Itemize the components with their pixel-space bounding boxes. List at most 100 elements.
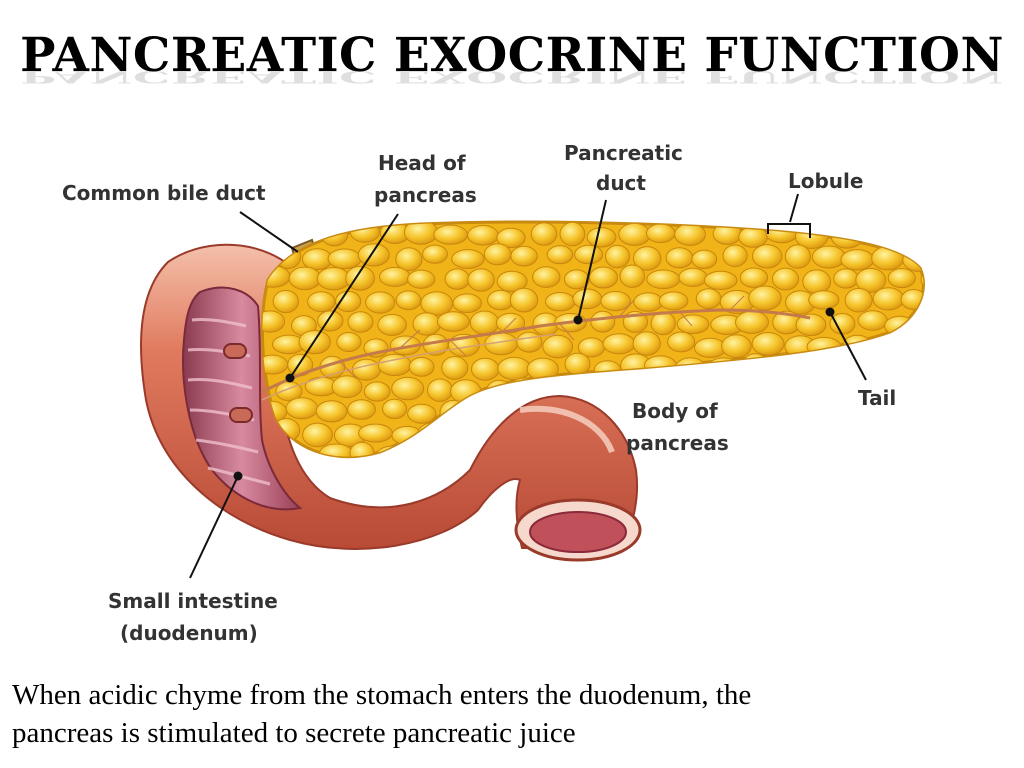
lobule — [532, 266, 561, 288]
lobule — [451, 249, 485, 269]
lobule — [900, 289, 924, 310]
lobule — [441, 356, 469, 380]
lobule — [908, 380, 924, 401]
lobule — [764, 399, 797, 420]
lobule — [844, 287, 873, 313]
lobule — [667, 331, 696, 353]
lobule — [347, 399, 376, 420]
lobule — [833, 268, 859, 289]
lobule — [919, 227, 924, 249]
label-head-line2: pancreas — [374, 183, 477, 207]
lobule — [798, 398, 833, 424]
lobule — [661, 376, 695, 398]
lobule — [331, 375, 363, 399]
lobule — [319, 443, 354, 457]
lobule — [358, 423, 393, 443]
lobule — [855, 267, 887, 293]
label-duct-line1: Pancreatic — [564, 141, 683, 165]
lobule — [395, 247, 423, 272]
lobule — [674, 223, 706, 246]
label-body-line1: Body of — [632, 399, 718, 423]
lobule — [559, 222, 586, 247]
lobule — [816, 379, 843, 404]
lobule — [634, 378, 667, 400]
lobule — [530, 222, 558, 246]
label-body-line2: pancreas — [626, 431, 729, 455]
lobule — [887, 268, 916, 289]
label-intestine-line2: (duodenum) — [120, 621, 258, 645]
lobule — [395, 290, 422, 311]
leader-tail — [829, 311, 867, 381]
lobule — [871, 246, 904, 271]
leader-lines — [189, 193, 867, 579]
lobule — [357, 243, 390, 267]
lobule — [678, 267, 708, 287]
lobule — [545, 292, 576, 312]
lobule — [834, 443, 861, 457]
lobule — [467, 225, 499, 246]
lobule — [600, 291, 631, 312]
pancreatic-duct — [261, 308, 811, 394]
lobule — [633, 292, 664, 312]
lobule — [347, 311, 374, 333]
lobule — [876, 423, 906, 443]
lobule — [751, 332, 785, 356]
lobule — [377, 313, 407, 336]
lobule — [886, 446, 917, 457]
lobule — [645, 223, 676, 244]
lobule — [450, 379, 482, 405]
lobule — [433, 224, 468, 245]
lobule — [365, 291, 396, 314]
lobule — [508, 377, 540, 399]
pancreatic-duct-opening — [229, 407, 253, 423]
lobule — [444, 442, 471, 457]
lobule — [646, 269, 681, 290]
lobule — [605, 244, 630, 269]
lobule — [349, 222, 380, 243]
lobule — [427, 378, 453, 402]
lobule — [858, 354, 886, 375]
bile-duct-opening — [223, 343, 247, 359]
lobule — [920, 268, 924, 292]
lobule — [602, 333, 636, 355]
lobule — [915, 445, 924, 457]
lobule — [665, 247, 694, 269]
lobule — [603, 380, 636, 401]
lobule — [320, 222, 349, 247]
lobule — [739, 446, 770, 457]
lobule — [691, 249, 718, 269]
lobule — [902, 247, 924, 272]
label-duct-line2: duct — [596, 171, 646, 195]
lobule — [317, 310, 344, 332]
lobule — [452, 293, 482, 314]
duodenum-lumen — [182, 286, 303, 511]
lobule — [496, 227, 526, 249]
lobule — [721, 334, 752, 359]
lobule — [619, 264, 646, 288]
lobule — [795, 353, 826, 379]
lobule — [589, 266, 618, 289]
lobule — [829, 313, 856, 335]
lobule — [516, 331, 543, 353]
lobule — [743, 400, 769, 423]
lobule — [802, 269, 832, 295]
lobule — [618, 222, 651, 246]
lobule — [924, 400, 949, 423]
lobule — [695, 288, 722, 310]
lobule — [497, 356, 532, 381]
lobule — [735, 310, 769, 334]
lobule — [417, 422, 451, 445]
lobule — [739, 267, 769, 288]
label-tail: Tail — [858, 386, 896, 410]
lobule — [546, 245, 574, 265]
label-intestine-line1: Small intestine — [108, 589, 278, 613]
lobule — [391, 425, 424, 446]
lobule — [840, 249, 875, 271]
lobule — [307, 291, 336, 313]
lobule — [391, 376, 425, 401]
leader-intestine — [189, 475, 239, 579]
lobule — [382, 398, 408, 419]
lobule — [542, 334, 574, 359]
lobule — [437, 311, 470, 332]
lobule — [420, 291, 454, 316]
